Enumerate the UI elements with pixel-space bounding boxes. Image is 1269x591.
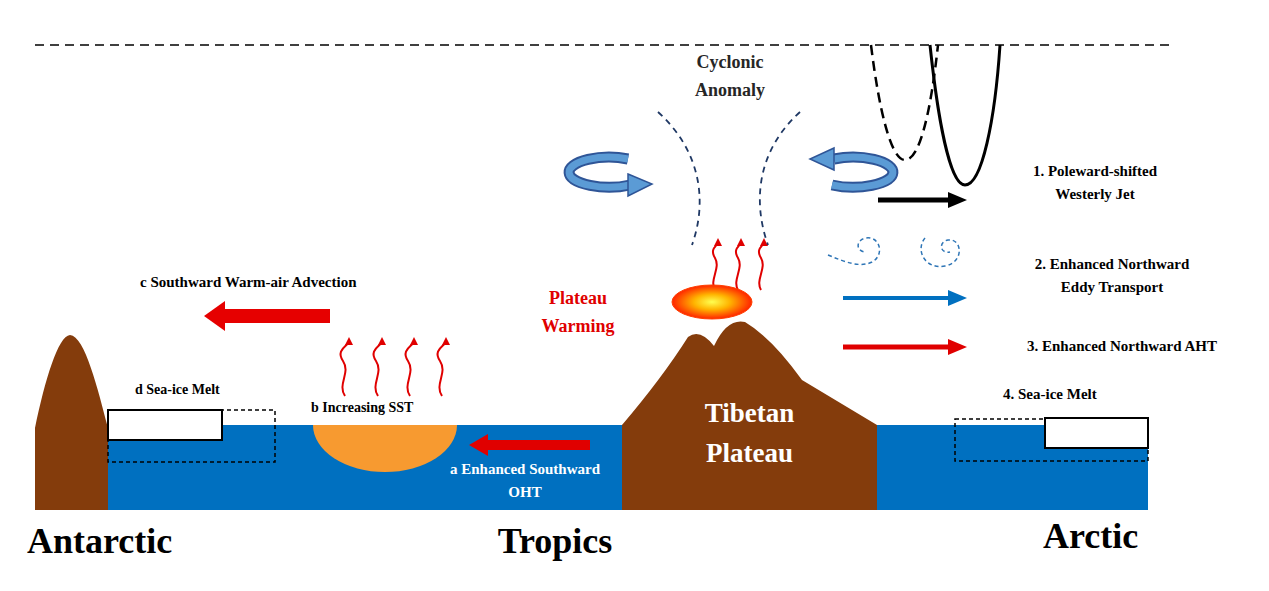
process-label: 3. Enhanced Northward AHT xyxy=(1027,335,1217,358)
eddy-arrow-head xyxy=(948,290,967,306)
rotation-arrow xyxy=(832,157,893,187)
cyclone-label: Cyclonic Anomaly xyxy=(680,48,780,104)
heat-arrow xyxy=(374,341,382,396)
process-label: 2. Enhanced Northward Eddy Transport xyxy=(1017,253,1207,299)
node-text: Tibetan Plateau xyxy=(677,393,822,473)
region-label: Tropics xyxy=(480,521,630,561)
sea-ice-after xyxy=(108,410,222,440)
eddy-arrow xyxy=(843,296,950,300)
antarctic-land xyxy=(35,335,108,510)
sea-ice-before xyxy=(955,419,1148,461)
process-label: c Southward Warm-air Advection xyxy=(140,271,357,294)
rotation-arrow xyxy=(832,157,893,187)
process-label: 4. Sea-ice Melt xyxy=(1003,383,1097,406)
eddy-symbol xyxy=(921,238,959,267)
mountain-shape xyxy=(622,322,877,511)
heat-arrow xyxy=(341,341,349,396)
cyclone-outline xyxy=(760,112,800,245)
process-label: 1. Poleward-shifted Westerly Jet xyxy=(1010,160,1180,206)
process-label: b Increasing SST xyxy=(311,397,413,419)
process-label: a Enhanced Southward OHT xyxy=(440,458,610,504)
heat-arrow xyxy=(736,242,741,290)
sst-warm-pool xyxy=(313,425,457,472)
heat-arrow xyxy=(713,242,718,290)
cyclone-outline xyxy=(658,112,700,245)
rotation-arrow xyxy=(569,157,630,187)
jet-arrow xyxy=(878,198,950,203)
rotation-arrow-head xyxy=(628,174,652,196)
eddy-symbol xyxy=(828,238,880,265)
advection-arrow xyxy=(222,309,330,323)
sea-ice-after xyxy=(1045,418,1148,448)
heat-arrow xyxy=(759,242,764,290)
heat-arrow xyxy=(406,341,414,396)
aht-arrow-head xyxy=(948,339,967,355)
sea-ice-before xyxy=(108,410,275,462)
jet-arrow-head xyxy=(948,192,967,208)
advection-arrow-head xyxy=(204,301,225,331)
oht-arrow-head xyxy=(469,434,488,456)
aht-arrow xyxy=(843,345,950,350)
oht-arrow xyxy=(485,440,590,450)
jet-profile xyxy=(930,45,1000,185)
plateau-mountain: Tibetan Plateau xyxy=(622,318,878,510)
warming-label: Plateau Warming xyxy=(528,284,628,340)
rotation-arrow-head xyxy=(810,148,834,170)
region-label: Antarctic xyxy=(27,521,172,561)
jet-profile-old xyxy=(871,45,938,160)
heat-arrow xyxy=(438,341,446,396)
region-label: Arctic xyxy=(1043,516,1138,556)
process-label: d Sea-ice Melt xyxy=(135,379,220,401)
plateau-heating xyxy=(672,285,752,319)
rotation-arrow xyxy=(569,157,630,187)
